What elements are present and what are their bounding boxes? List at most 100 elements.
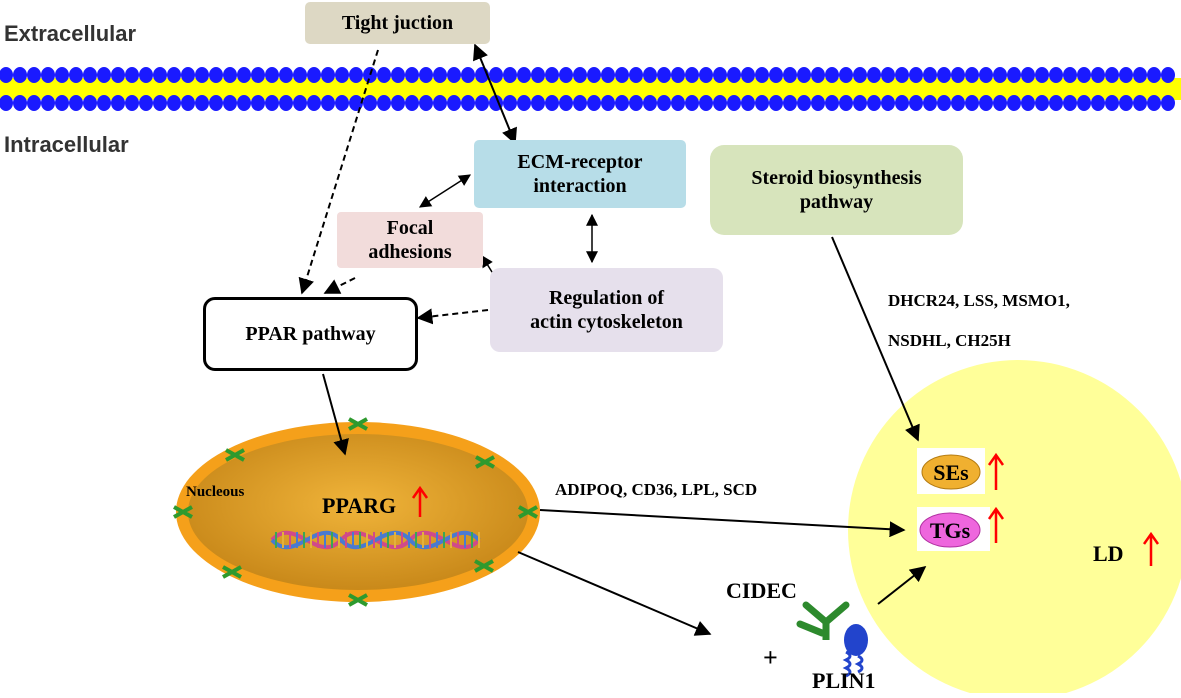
membrane-head — [517, 95, 531, 111]
membrane-head — [419, 95, 433, 111]
membrane-head — [1147, 67, 1161, 83]
membrane-head — [909, 67, 923, 83]
membrane-head — [1133, 67, 1147, 83]
membrane-head — [951, 67, 965, 83]
membrane-head — [685, 95, 699, 111]
membrane-head — [405, 95, 419, 111]
membrane-head — [853, 95, 867, 111]
arrow-steroid-ses — [831, 236, 920, 442]
membrane-head — [909, 95, 923, 111]
membrane-head — [461, 67, 475, 83]
membrane-head — [153, 67, 167, 83]
pparg-up-arrow — [411, 485, 429, 517]
membrane-head — [251, 67, 265, 83]
membrane-head — [1077, 95, 1091, 111]
membrane-head — [1105, 67, 1119, 83]
ses-pill — [921, 454, 981, 490]
focal-adhesions-box: Focal adhesions — [337, 212, 483, 268]
membrane-head — [769, 95, 783, 111]
ld-label: LD — [1093, 541, 1124, 566]
membrane-head — [335, 95, 349, 111]
membrane-head — [727, 67, 741, 83]
membrane-head — [559, 95, 573, 111]
membrane-head — [881, 95, 895, 111]
ld-up-arrow — [1142, 531, 1160, 566]
membrane-head — [237, 67, 251, 83]
membrane-head — [853, 67, 867, 83]
membrane-head — [727, 95, 741, 111]
membrane-head — [545, 95, 559, 111]
nuclear-pore — [225, 448, 245, 462]
membrane-head — [797, 95, 811, 111]
membrane-head — [671, 67, 685, 83]
membrane-head — [1105, 95, 1119, 111]
nuclear-pore — [348, 417, 368, 431]
membrane-head — [629, 67, 643, 83]
membrane-head — [825, 95, 839, 111]
membrane-head — [685, 67, 699, 83]
membrane-head — [363, 67, 377, 83]
membrane-head — [839, 95, 853, 111]
membrane-head — [181, 67, 195, 83]
membrane-head — [279, 95, 293, 111]
membrane-head — [251, 95, 265, 111]
nucleus-body — [188, 434, 528, 590]
membrane-head — [993, 67, 1007, 83]
membrane-head — [223, 67, 237, 83]
membrane-head — [265, 95, 279, 111]
membrane-head — [769, 67, 783, 83]
membrane-head — [209, 95, 223, 111]
membrane-head — [531, 67, 545, 83]
membrane-head — [307, 67, 321, 83]
membrane-head — [1035, 67, 1049, 83]
membrane-head — [1091, 67, 1105, 83]
membrane-head — [979, 95, 993, 111]
membrane-head — [139, 95, 153, 111]
membrane-head — [55, 67, 69, 83]
arrow-tight-ppar — [298, 49, 379, 295]
membrane-head — [867, 67, 881, 83]
membrane-head — [657, 95, 671, 111]
ppar-pathway-box: PPAR pathway — [203, 297, 418, 371]
extracellular-label: Extracellular — [4, 21, 137, 46]
membrane-head — [923, 67, 937, 83]
regulation-actin-box: Regulation of actin cytoskeleton — [490, 268, 723, 352]
ecm-receptor-box: ECM-receptor interaction — [474, 140, 686, 208]
membrane-head — [783, 95, 797, 111]
membrane-head — [265, 67, 279, 83]
membrane-head — [1021, 67, 1035, 83]
intracellular-label: Intracellular — [4, 132, 129, 157]
membrane-head — [615, 67, 629, 83]
membrane-head — [349, 67, 363, 83]
membrane-head — [1063, 95, 1077, 111]
membrane-head — [475, 95, 489, 111]
nuclear-pore — [348, 593, 368, 607]
membrane-head — [923, 95, 937, 111]
membrane-head — [391, 95, 405, 111]
membrane-head — [671, 95, 685, 111]
membrane-head — [321, 95, 335, 111]
arrow-regulation-ppar — [416, 308, 489, 325]
plus-sign: + — [763, 643, 778, 672]
membrane-head — [545, 67, 559, 83]
membrane-head — [811, 67, 825, 83]
nucleus — [173, 417, 540, 607]
membrane-head — [223, 95, 237, 111]
arrow-ecm-focal — [418, 174, 472, 208]
membrane-head — [181, 95, 195, 111]
membrane-head — [587, 95, 601, 111]
membrane-head — [167, 95, 181, 111]
membrane-head — [713, 95, 727, 111]
membrane-head — [699, 67, 713, 83]
membrane-head — [1021, 95, 1035, 111]
membrane-head — [643, 95, 657, 111]
cidec-antibody-icon — [796, 601, 850, 640]
membrane-bottom-heads — [0, 95, 1175, 111]
tgs-node: TGs — [917, 507, 990, 551]
membrane-top-heads — [0, 67, 1175, 83]
membrane-head — [1119, 67, 1133, 83]
plin1-protein-icon — [842, 624, 868, 678]
ses-up-arrow — [987, 452, 1005, 490]
membrane-head — [1007, 67, 1021, 83]
membrane-head — [979, 67, 993, 83]
